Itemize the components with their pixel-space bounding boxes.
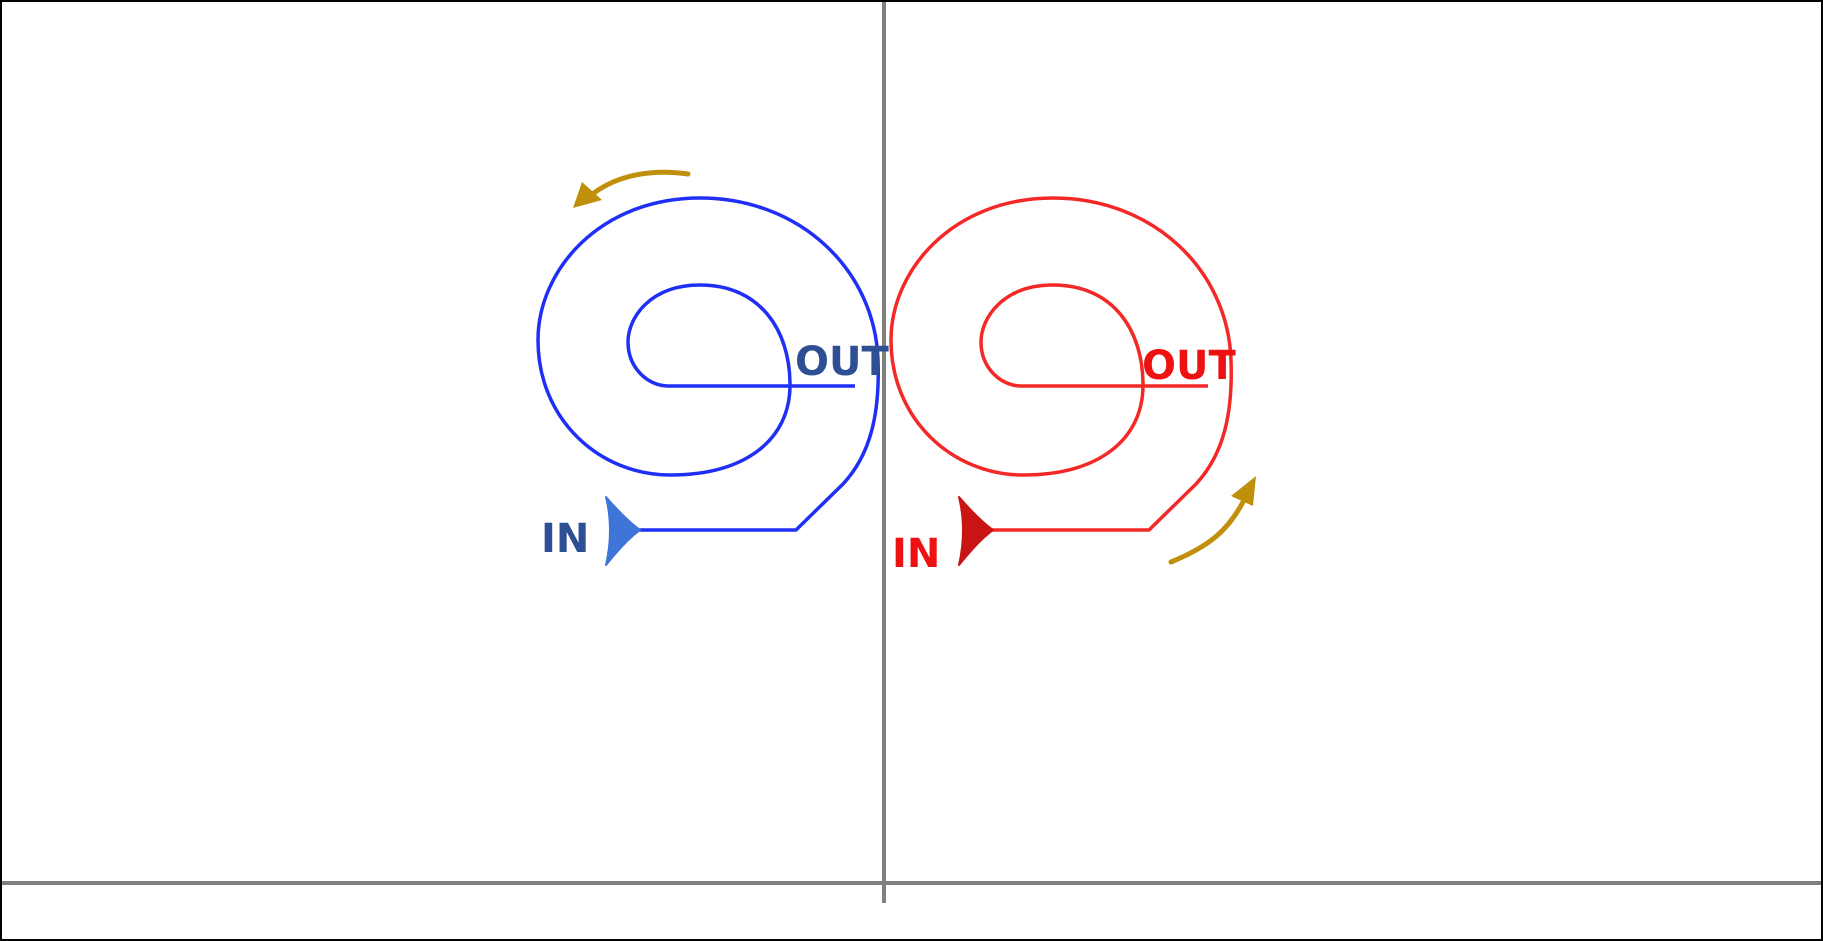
right-in-arrowhead-icon (958, 496, 994, 566)
left-in-label: IN (541, 516, 589, 562)
left-rotation-arrowhead-icon (573, 182, 602, 208)
right-spiral-group: IN OUT (889, 196, 1256, 577)
left-spiral-path (536, 196, 880, 532)
left-rotation-arrow (587, 169, 691, 199)
right-rotation-arrow (1168, 499, 1246, 565)
right-rotation-arrowhead-icon (1231, 476, 1256, 506)
left-out-label: OUT (795, 339, 889, 385)
right-spiral-path (889, 196, 1233, 532)
right-in-label: IN (892, 531, 940, 577)
left-spiral-group: IN OUT (536, 169, 889, 566)
left-in-arrowhead-icon (605, 496, 641, 566)
right-out-label: OUT (1142, 343, 1236, 389)
